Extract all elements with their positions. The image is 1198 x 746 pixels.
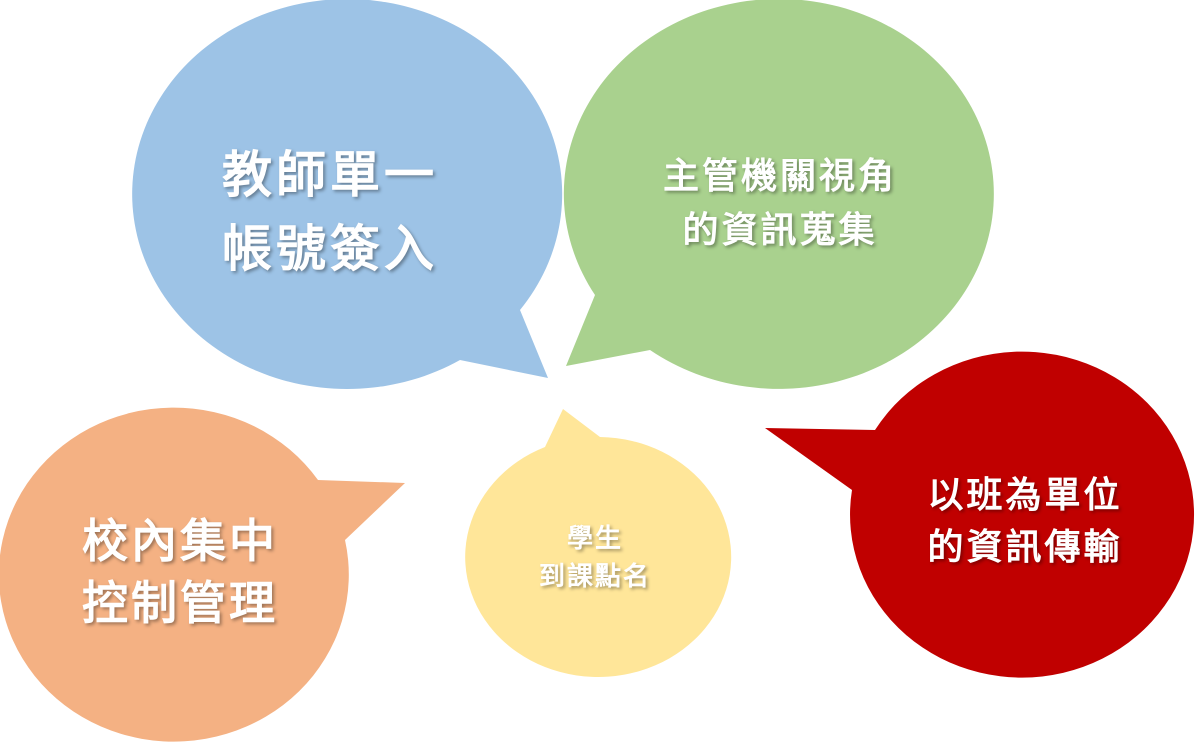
bubble-yellow-line-2: 到課點名 <box>538 562 651 592</box>
bubble-text-orange: 校內集中 控制管理 <box>30 510 330 634</box>
bubble-text-red: 以班為單位 的資訊傳輸 <box>860 470 1190 574</box>
speech-bubble-red <box>765 351 1195 678</box>
speech-bubble-yellow-shape <box>465 409 732 677</box>
bubble-yellow-line-1: 學生 <box>566 524 623 554</box>
speech-bubble-green <box>563 0 994 389</box>
bubble-blue-line-2: 帳號簽入 <box>222 220 438 278</box>
speech-bubble-yellow <box>465 409 732 677</box>
bubble-green-line-2: 的資訊蒐集 <box>682 210 878 251</box>
speech-bubble-red-shape <box>765 351 1195 678</box>
speech-bubble-orange-shape <box>0 407 405 742</box>
bubble-text-blue: 教師單一 帳號簽入 <box>150 138 510 286</box>
bubble-orange-line-2: 控制管理 <box>82 576 278 630</box>
bubble-text-yellow: 學生 到課點名 <box>480 520 710 596</box>
speech-bubble-green-shape <box>563 0 994 389</box>
speech-bubble-blue-shape <box>132 0 563 389</box>
bubble-text-green: 主管機關視角 的資訊蒐集 <box>600 150 960 258</box>
speech-bubble-blue <box>132 0 563 389</box>
bubble-green-line-1: 主管機關視角 <box>662 156 897 197</box>
bubble-blue-line-1: 教師單一 <box>222 146 438 204</box>
bubble-orange-line-1: 校內集中 <box>82 514 278 568</box>
speech-bubble-orange <box>0 407 405 742</box>
bubble-red-line-1: 以班為單位 <box>927 475 1123 516</box>
bubble-red-line-2: 的資訊傳輸 <box>927 527 1123 568</box>
